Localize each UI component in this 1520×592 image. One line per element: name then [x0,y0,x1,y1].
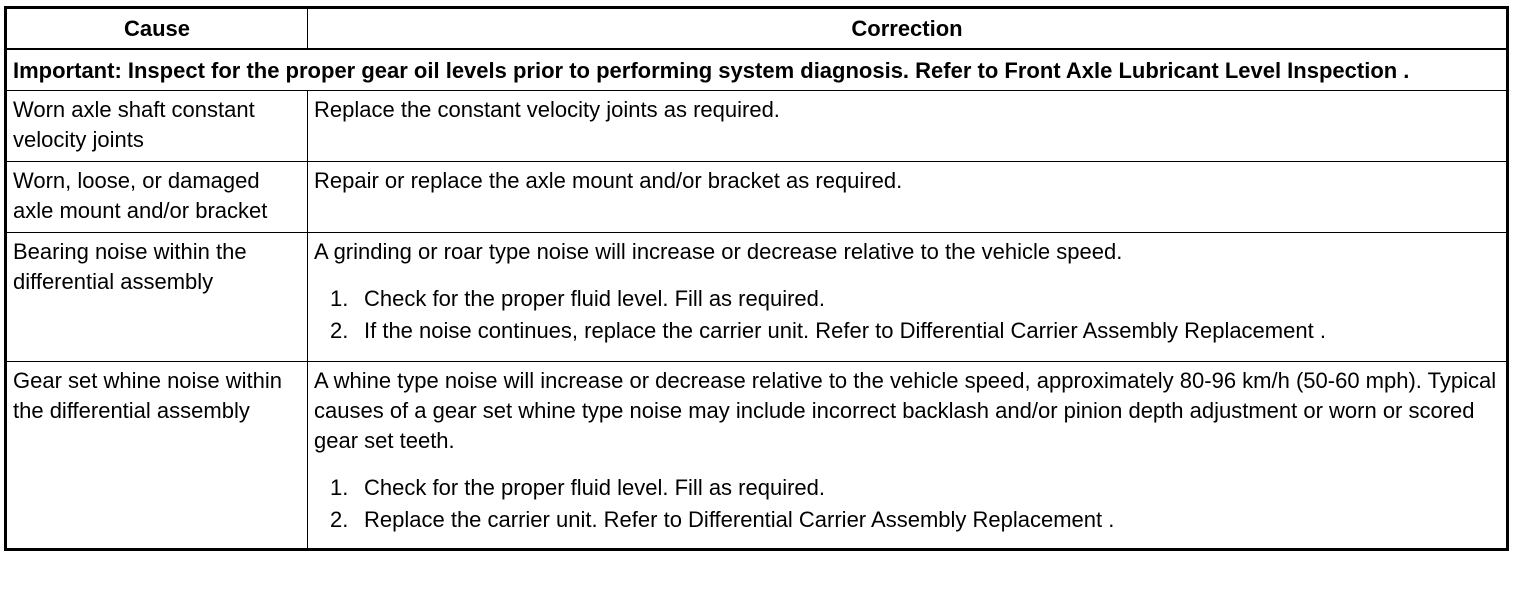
header-correction: Correction [307,7,1508,50]
correction-cell: A grinding or roar type noise will incre… [307,232,1508,362]
cause-cell: Worn, loose, or damaged axle mount and/o… [5,161,308,233]
step-text: Replace the carrier unit. Refer to Diffe… [364,507,1115,532]
step-item: 2. Replace the carrier unit. Refer to Di… [330,504,1500,536]
table-row: Bearing noise within the differential as… [5,232,1508,362]
correction-text: A whine type noise will increase or decr… [314,368,1497,453]
step-item: 2. If the noise continues, replace the c… [330,315,1500,347]
correction-cell: Repair or replace the axle mount and/or … [307,161,1508,233]
step-text: Check for the proper fluid level. Fill a… [364,286,825,311]
correction-text: Replace the constant velocity joints as … [314,97,780,122]
step-number: 2. [330,507,349,532]
correction-steps: 1. Check for the proper fluid level. Fil… [314,472,1500,536]
step-number: 1. [330,286,349,311]
correction-text: A grinding or roar type noise will incre… [314,239,1123,264]
cause-cell: Worn axle shaft constant velocity joints [5,90,308,162]
header-cause: Cause [5,7,308,50]
header-row: Cause Correction [5,7,1508,50]
correction-cell: A whine type noise will increase or decr… [307,361,1508,550]
cause-cell: Bearing noise within the differential as… [5,232,308,362]
important-note-row: Important: Inspect for the proper gear o… [5,48,1508,91]
step-text: If the noise continues, replace the carr… [364,318,1326,343]
step-item: 1. Check for the proper fluid level. Fil… [330,472,1500,504]
step-number: 1. [330,475,349,500]
step-item: 1. Check for the proper fluid level. Fil… [330,283,1500,315]
correction-cell: Replace the constant velocity joints as … [307,90,1508,162]
table-row: Gear set whine noise within the differen… [5,361,1508,550]
table-row: Worn, loose, or damaged axle mount and/o… [5,161,1508,233]
cause-cell: Gear set whine noise within the differen… [5,361,308,550]
correction-steps: 1. Check for the proper fluid level. Fil… [314,283,1500,347]
table-row: Worn axle shaft constant velocity joints… [5,90,1508,162]
diagnostic-table: Cause Correction Important: Inspect for … [4,6,1509,551]
step-number: 2. [330,318,349,343]
correction-text: Repair or replace the axle mount and/or … [314,168,903,193]
important-note: Important: Inspect for the proper gear o… [5,48,1508,91]
step-text: Check for the proper fluid level. Fill a… [364,475,825,500]
diagnostic-table-container: Cause Correction Important: Inspect for … [4,6,1509,551]
